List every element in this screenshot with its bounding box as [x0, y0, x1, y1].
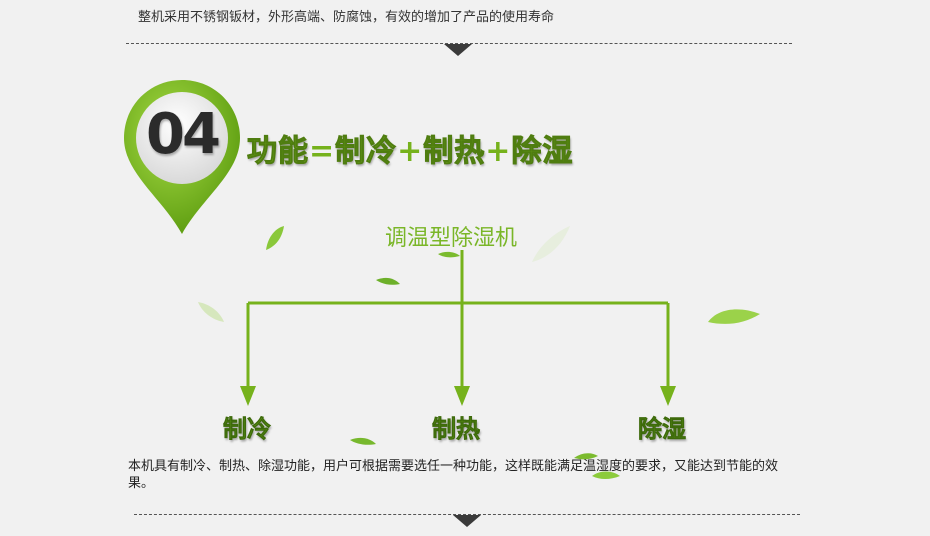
divider-top — [126, 43, 792, 44]
title-part: 制冷 — [335, 134, 398, 170]
leaf-icon — [438, 251, 460, 258]
leaf-icon — [708, 309, 760, 324]
leaf-icon — [592, 471, 620, 479]
top-description: 整机采用不锈钢钣材，外形高端、防腐蚀，有效的增加了产品的使用寿命 — [138, 10, 555, 25]
section-title: 功能=制冷+制热+除湿 — [247, 126, 573, 170]
function-description: 本机具有制冷、制热、除湿功能，用户可根据需要选任一种功能，这样既能满足温湿度的要… — [128, 459, 779, 491]
branch-label-dehumidify: 除湿 — [638, 415, 687, 444]
title-part: + — [485, 134, 512, 169]
leaf-icon — [350, 437, 376, 445]
leaf-icon — [198, 302, 224, 322]
title-part: 功能 — [247, 134, 309, 170]
title-part: + — [397, 134, 424, 169]
arrow-down-icon — [240, 386, 256, 406]
branch-label-cooling: 制冷 — [223, 415, 272, 444]
arrow-down-icon — [660, 386, 676, 406]
leaf-icon — [376, 277, 400, 285]
title-part: 除湿 — [511, 134, 574, 170]
section-number-badge: 04 — [122, 78, 242, 236]
arrow-down-icon — [454, 386, 470, 406]
leaf-icon — [574, 453, 598, 460]
leaf-icon — [532, 226, 570, 262]
chevron-down-icon — [453, 515, 481, 527]
title-part: = — [309, 134, 336, 169]
map-pin-icon — [124, 80, 240, 234]
section-number: 04 — [146, 102, 221, 167]
divider-bottom — [134, 514, 800, 515]
chevron-down-icon — [444, 44, 472, 56]
branch-label-heating: 制热 — [432, 415, 481, 444]
leaf-icon — [266, 226, 284, 250]
title-part: 制热 — [423, 134, 486, 170]
diagram-center-label: 调温型除湿机 — [385, 226, 518, 251]
